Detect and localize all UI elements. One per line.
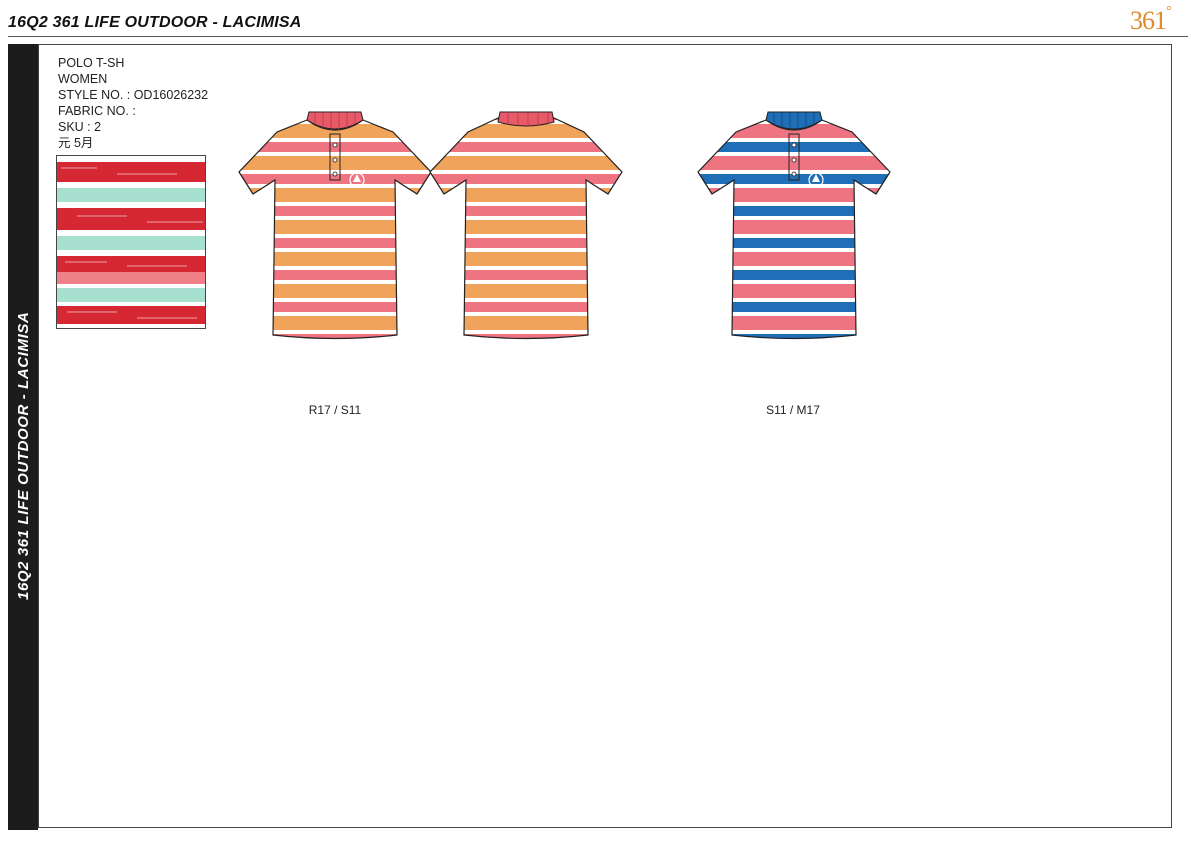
fabric-swatch — [56, 155, 206, 329]
sku-count: SKU : 2 — [58, 120, 102, 134]
page-title: 16Q2 361 LIFE OUTDOOR - LACIMISA — [8, 14, 302, 31]
delivery-month: 元 5月 — [58, 136, 94, 150]
spec-info: POLO T-SH WOMEN STYLE NO. : OD16026232 F… — [58, 55, 208, 151]
colorway-2-caption: S11 / M17 — [766, 403, 820, 417]
tree-emblem-icon — [808, 172, 824, 188]
gender: WOMEN — [58, 72, 108, 86]
style-number: STYLE NO. : OD16026232 — [58, 88, 209, 102]
polo-back-colorway-1 — [428, 110, 624, 350]
polo-front-colorway-2 — [696, 110, 892, 350]
polo-front-colorway-1 — [237, 110, 433, 350]
header-divider — [8, 36, 1188, 37]
colorway-1-caption: R17 / S11 — [308, 403, 362, 417]
fabric-number: FABRIC NO. : — [58, 104, 136, 118]
sheet-frame — [38, 44, 1172, 828]
brand-logo: 361° — [1130, 4, 1172, 35]
side-banner — [8, 44, 38, 830]
product-type: POLO T-SH — [58, 56, 125, 70]
tree-emblem-icon — [349, 172, 365, 188]
side-banner-title: 16Q2 361 LIFE OUTDOOR - LACIMISA — [15, 311, 32, 600]
